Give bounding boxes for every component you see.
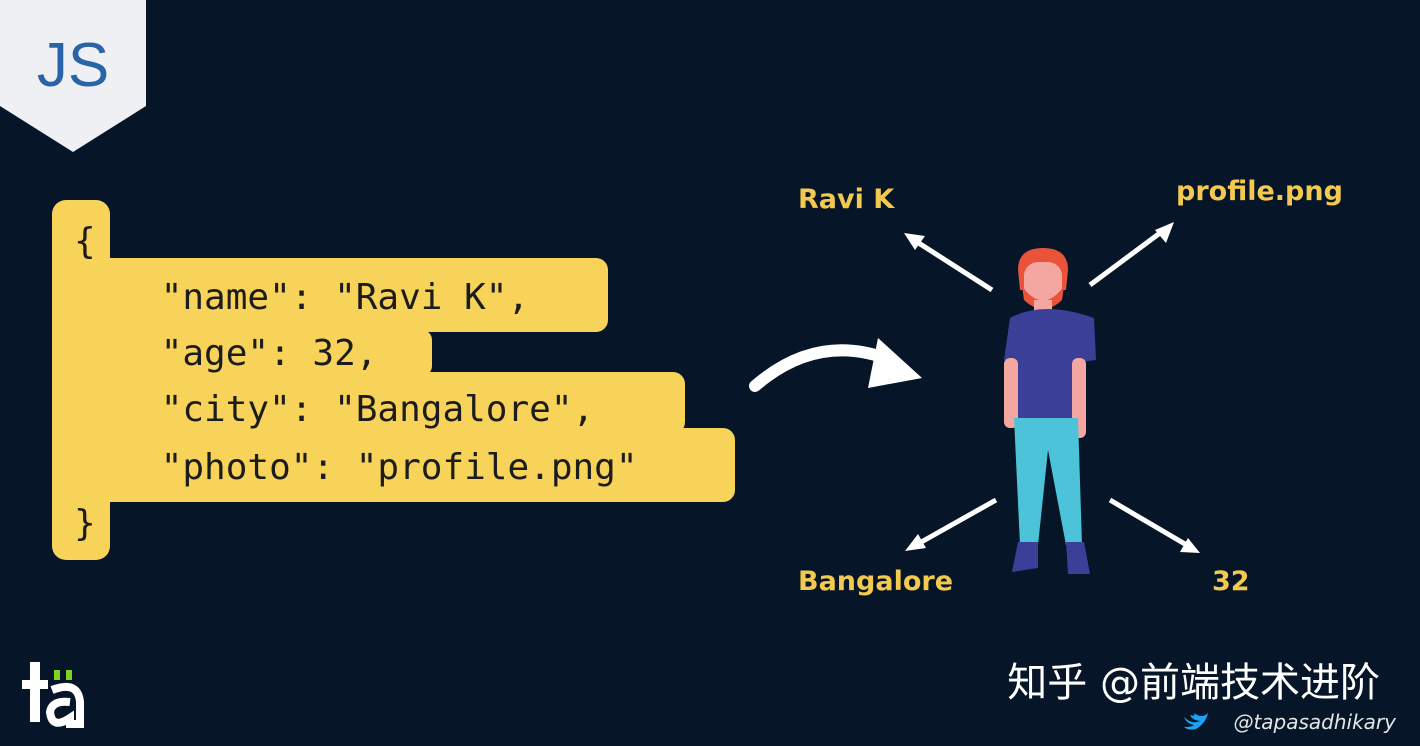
label-city: Bangalore bbox=[798, 566, 953, 597]
curved-arrow-icon bbox=[749, 338, 922, 392]
twitter-handle: @tapasadhikary bbox=[1233, 710, 1396, 734]
watermark: 知乎 @前端技术进阶 bbox=[1007, 660, 1380, 706]
code-line: "city": "Bangalore", bbox=[74, 389, 595, 430]
person-illustration bbox=[1004, 248, 1096, 574]
label-age: 32 bbox=[1212, 566, 1250, 597]
ta-logo bbox=[22, 662, 84, 728]
js-badge-label: JS bbox=[36, 31, 110, 100]
code-line: { bbox=[74, 221, 96, 262]
code-line: "name": "Ravi K", bbox=[74, 277, 530, 318]
code-line: "photo": "profile.png" bbox=[74, 447, 638, 488]
code-line: "age": 32, bbox=[74, 333, 378, 374]
label-photo: profile.png bbox=[1176, 176, 1343, 207]
twitter-bird-icon bbox=[1184, 713, 1208, 730]
code-line: } bbox=[74, 503, 96, 544]
pointer-arrows bbox=[904, 222, 1200, 553]
js-badge bbox=[0, 0, 146, 152]
label-name: Ravi K bbox=[798, 184, 895, 215]
